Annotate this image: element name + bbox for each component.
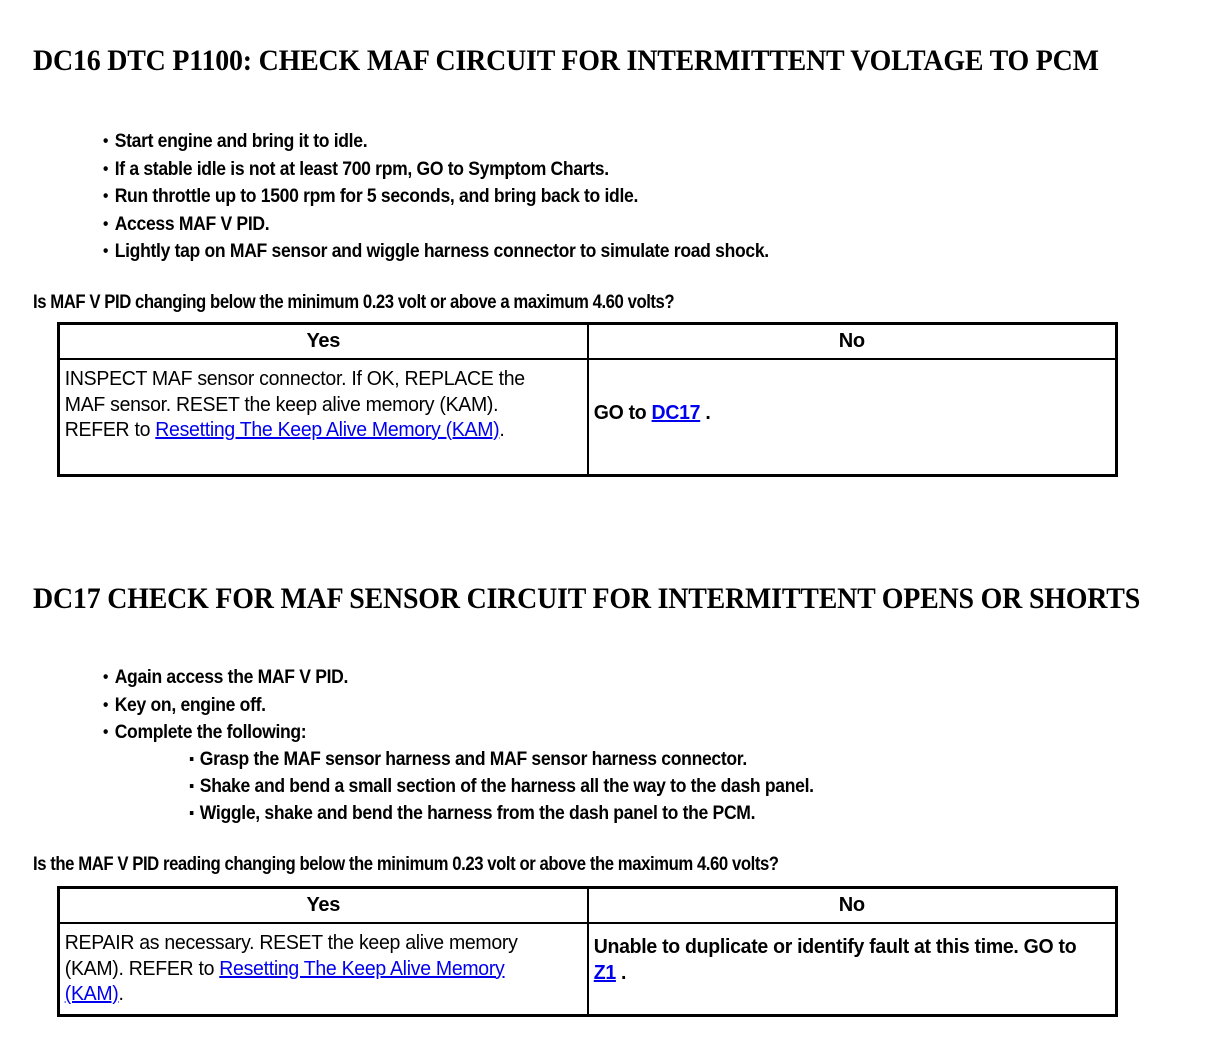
link-z1[interactable]: Z1	[593, 960, 616, 984]
table-header-row: Yes No	[57, 886, 1118, 924]
list-item: Again access the MAF V PID.	[103, 663, 348, 692]
link-dc17[interactable]: DC17	[651, 401, 700, 424]
answer-cell-yes: INSPECT MAF sensor connector. If OK, REP…	[57, 358, 589, 477]
column-header-no: No	[586, 886, 1118, 924]
decision-table-dc16: Yes No INSPECT MAF sensor connector. If …	[57, 322, 1118, 477]
answer-cell-no: Unable to duplicate or identify fault at…	[586, 922, 1118, 1016]
list-item: Run throttle up to 1500 rpm for 5 second…	[103, 182, 769, 211]
list-item: Lightly tap on MAF sensor and wiggle har…	[103, 237, 769, 266]
answer-cell-yes: REPAIR as necessary. RESET the keep aliv…	[57, 922, 589, 1016]
table-row: INSPECT MAF sensor connector. If OK, REP…	[57, 358, 1118, 477]
answer-text-yes-tail: .	[118, 982, 124, 1005]
column-header-yes: Yes	[57, 322, 589, 360]
answer-text-no-tail: .	[615, 960, 626, 984]
answer-text-yes: REPAIR as necessary. RESET the keep aliv…	[64, 931, 518, 980]
sub-list-item: Wiggle, shake and bend the harness from …	[189, 800, 814, 827]
column-header-no: No	[586, 322, 1118, 360]
column-header-yes: Yes	[57, 886, 589, 924]
decision-question-dc17: Is the MAF V PID reading changing below …	[33, 854, 779, 875]
list-item: Start engine and bring it to idle.	[103, 127, 769, 156]
section-heading-dc17: DC17 CHECK FOR MAF SENSOR CIRCUIT FOR IN…	[33, 582, 1141, 616]
link-resetting-kam[interactable]: Resetting The Keep Alive Memory (KAM)	[155, 418, 500, 441]
answer-text-yes-tail: .	[499, 418, 505, 441]
sub-list-item: Grasp the MAF sensor harness and MAF sen…	[189, 746, 814, 773]
table-header-row: Yes No	[57, 322, 1118, 360]
answer-text-no: GO to	[593, 401, 652, 424]
answer-cell-no: GO to DC17 .	[586, 358, 1118, 477]
link-resetting-kam[interactable]: Resetting The Keep Alive Memory (KAM)	[64, 956, 505, 1006]
answer-text-no-tail: .	[699, 401, 710, 424]
section-heading-dc16: DC16 DTC P1100: CHECK MAF CIRCUIT FOR IN…	[33, 44, 1099, 78]
sub-list-item: Shake and bend a small section of the ha…	[189, 773, 814, 800]
list-item: Access MAF V PID.	[103, 210, 769, 239]
list-item: Key on, engine off.	[103, 691, 348, 720]
decision-table-dc17: Yes No REPAIR as necessary. RESET the ke…	[57, 886, 1118, 1017]
procedure-substeps-dc17: Grasp the MAF sensor harness and MAF sen…	[189, 746, 883, 827]
list-item: Complete the following:	[103, 718, 348, 747]
answer-text-no: Unable to duplicate or identify fault at…	[593, 935, 1076, 958]
answer-text-yes: INSPECT MAF sensor connector. If OK, REP…	[64, 367, 525, 441]
list-item: If a stable idle is not at least 700 rpm…	[103, 155, 769, 184]
table-row: REPAIR as necessary. RESET the keep aliv…	[57, 922, 1118, 1016]
procedure-steps-dc17: Again access the MAF V PID. Key on, engi…	[103, 663, 814, 827]
procedure-steps-dc16: Start engine and bring it to idle. If a …	[103, 127, 843, 266]
decision-question-dc16: Is MAF V PID changing below the minimum …	[33, 292, 675, 313]
